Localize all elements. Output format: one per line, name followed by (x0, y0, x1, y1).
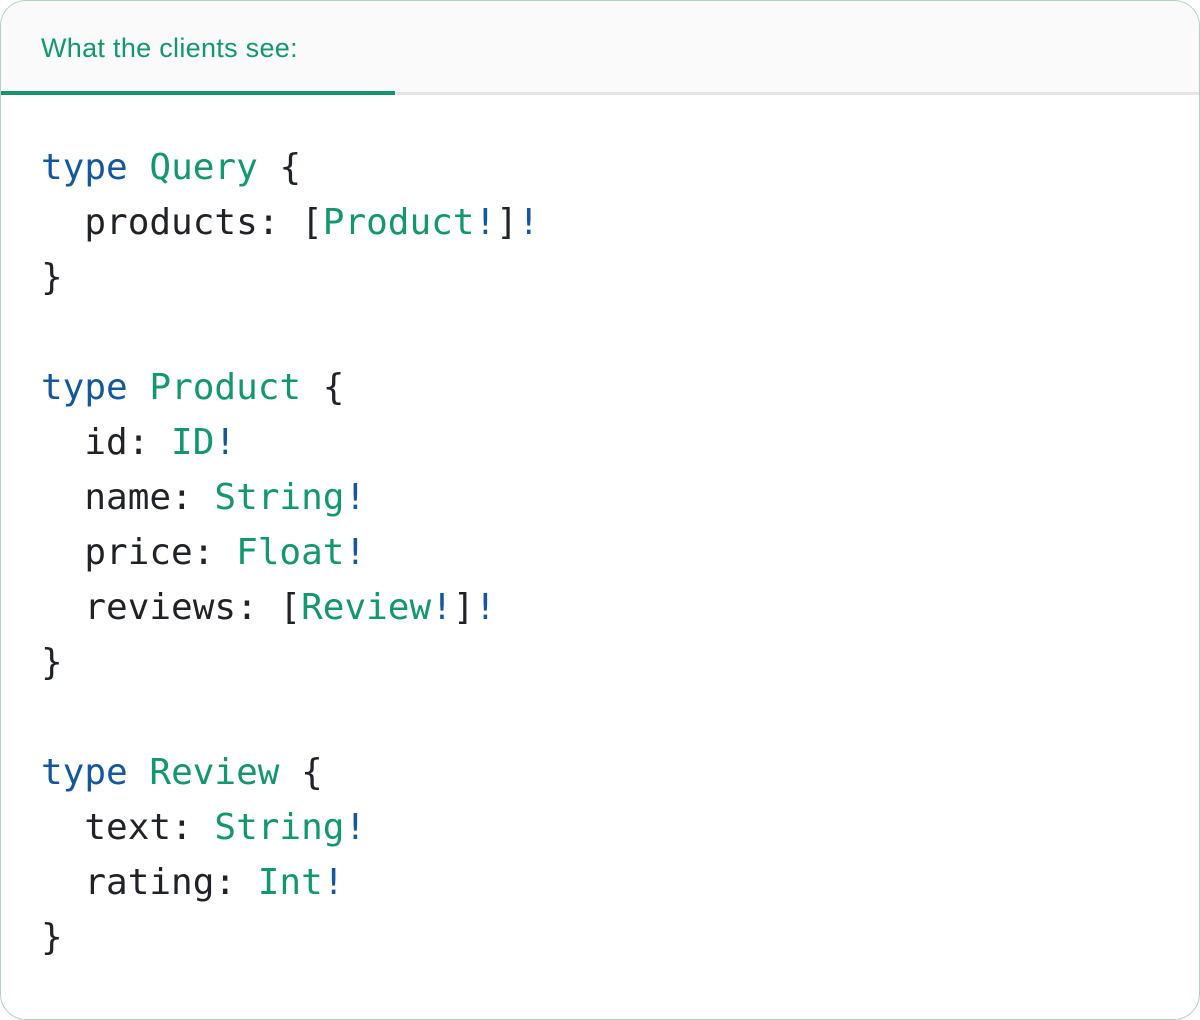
code-token-plain (128, 147, 150, 188)
code-line: type Review { (41, 745, 1159, 800)
code-token-keyword: type (41, 367, 128, 408)
code-token-type: Product (149, 367, 302, 408)
code-token-type: ID (171, 422, 215, 463)
code-line: id: ID! (41, 415, 1159, 470)
code-token-plain: text: (41, 807, 215, 848)
code-token-plain: reviews: [ (41, 587, 302, 628)
code-token-type: String (214, 477, 345, 518)
panel-header: What the clients see: (1, 1, 1199, 95)
code-token-type: Query (149, 147, 258, 188)
code-token-keyword: type (41, 147, 128, 188)
code-token-bang: ! (474, 202, 497, 243)
code-line: } (41, 635, 1159, 690)
code-line: } (41, 910, 1159, 965)
code-token-plain: } (41, 917, 63, 958)
code-line: products: [Product!]! (41, 195, 1159, 250)
code-line: rating: Int! (41, 855, 1159, 910)
code-token-type: Product (322, 202, 475, 243)
code-token-type: Review (149, 752, 280, 793)
code-token-type: String (214, 807, 345, 848)
code-line: price: Float! (41, 525, 1159, 580)
tab-what-clients-see[interactable]: What the clients see: (1, 1, 395, 95)
code-token-plain: id: (41, 422, 172, 463)
code-line (41, 690, 1159, 745)
code-token-plain: ] (452, 587, 475, 628)
code-line: text: String! (41, 800, 1159, 855)
code-token-plain (128, 752, 150, 793)
code-token-type: Int (257, 862, 323, 903)
code-token-plain: { (279, 752, 323, 793)
code-line (41, 305, 1159, 360)
code-token-bang: ! (344, 477, 367, 518)
code-line: } (41, 250, 1159, 305)
code-token-bang: ! (344, 532, 367, 573)
code-token-plain (128, 367, 150, 408)
tab-label: What the clients see: (41, 32, 298, 63)
code-line: type Query { (41, 140, 1159, 195)
code-token-plain: { (257, 147, 302, 188)
code-token-plain: products: [ (41, 202, 323, 243)
code-token-type: Review (301, 587, 432, 628)
code-token-plain: { (301, 367, 345, 408)
code-token-plain: } (41, 257, 63, 298)
code-line: name: String! (41, 470, 1159, 525)
code-token-bang: ! (474, 587, 497, 628)
code-line: reviews: [Review!]! (41, 580, 1159, 635)
code-token-type: Float (236, 532, 345, 573)
code-token-plain: rating: (41, 862, 258, 903)
code-line: type Product { (41, 360, 1159, 415)
code-token-plain: ] (496, 202, 518, 243)
code-token-bang: ! (344, 807, 367, 848)
code-token-bang: ! (214, 422, 237, 463)
code-token-plain: price: (41, 532, 237, 573)
code-token-bang: ! (322, 862, 345, 903)
code-token-plain: name: (41, 477, 215, 518)
code-token-bang: ! (517, 202, 540, 243)
code-token-plain: } (41, 642, 63, 683)
active-tab-underline (1, 91, 395, 95)
code-token-bang: ! (431, 587, 453, 628)
code-block: type Query { products: [Product!]!}type … (1, 95, 1199, 965)
code-token-keyword: type (41, 752, 128, 793)
